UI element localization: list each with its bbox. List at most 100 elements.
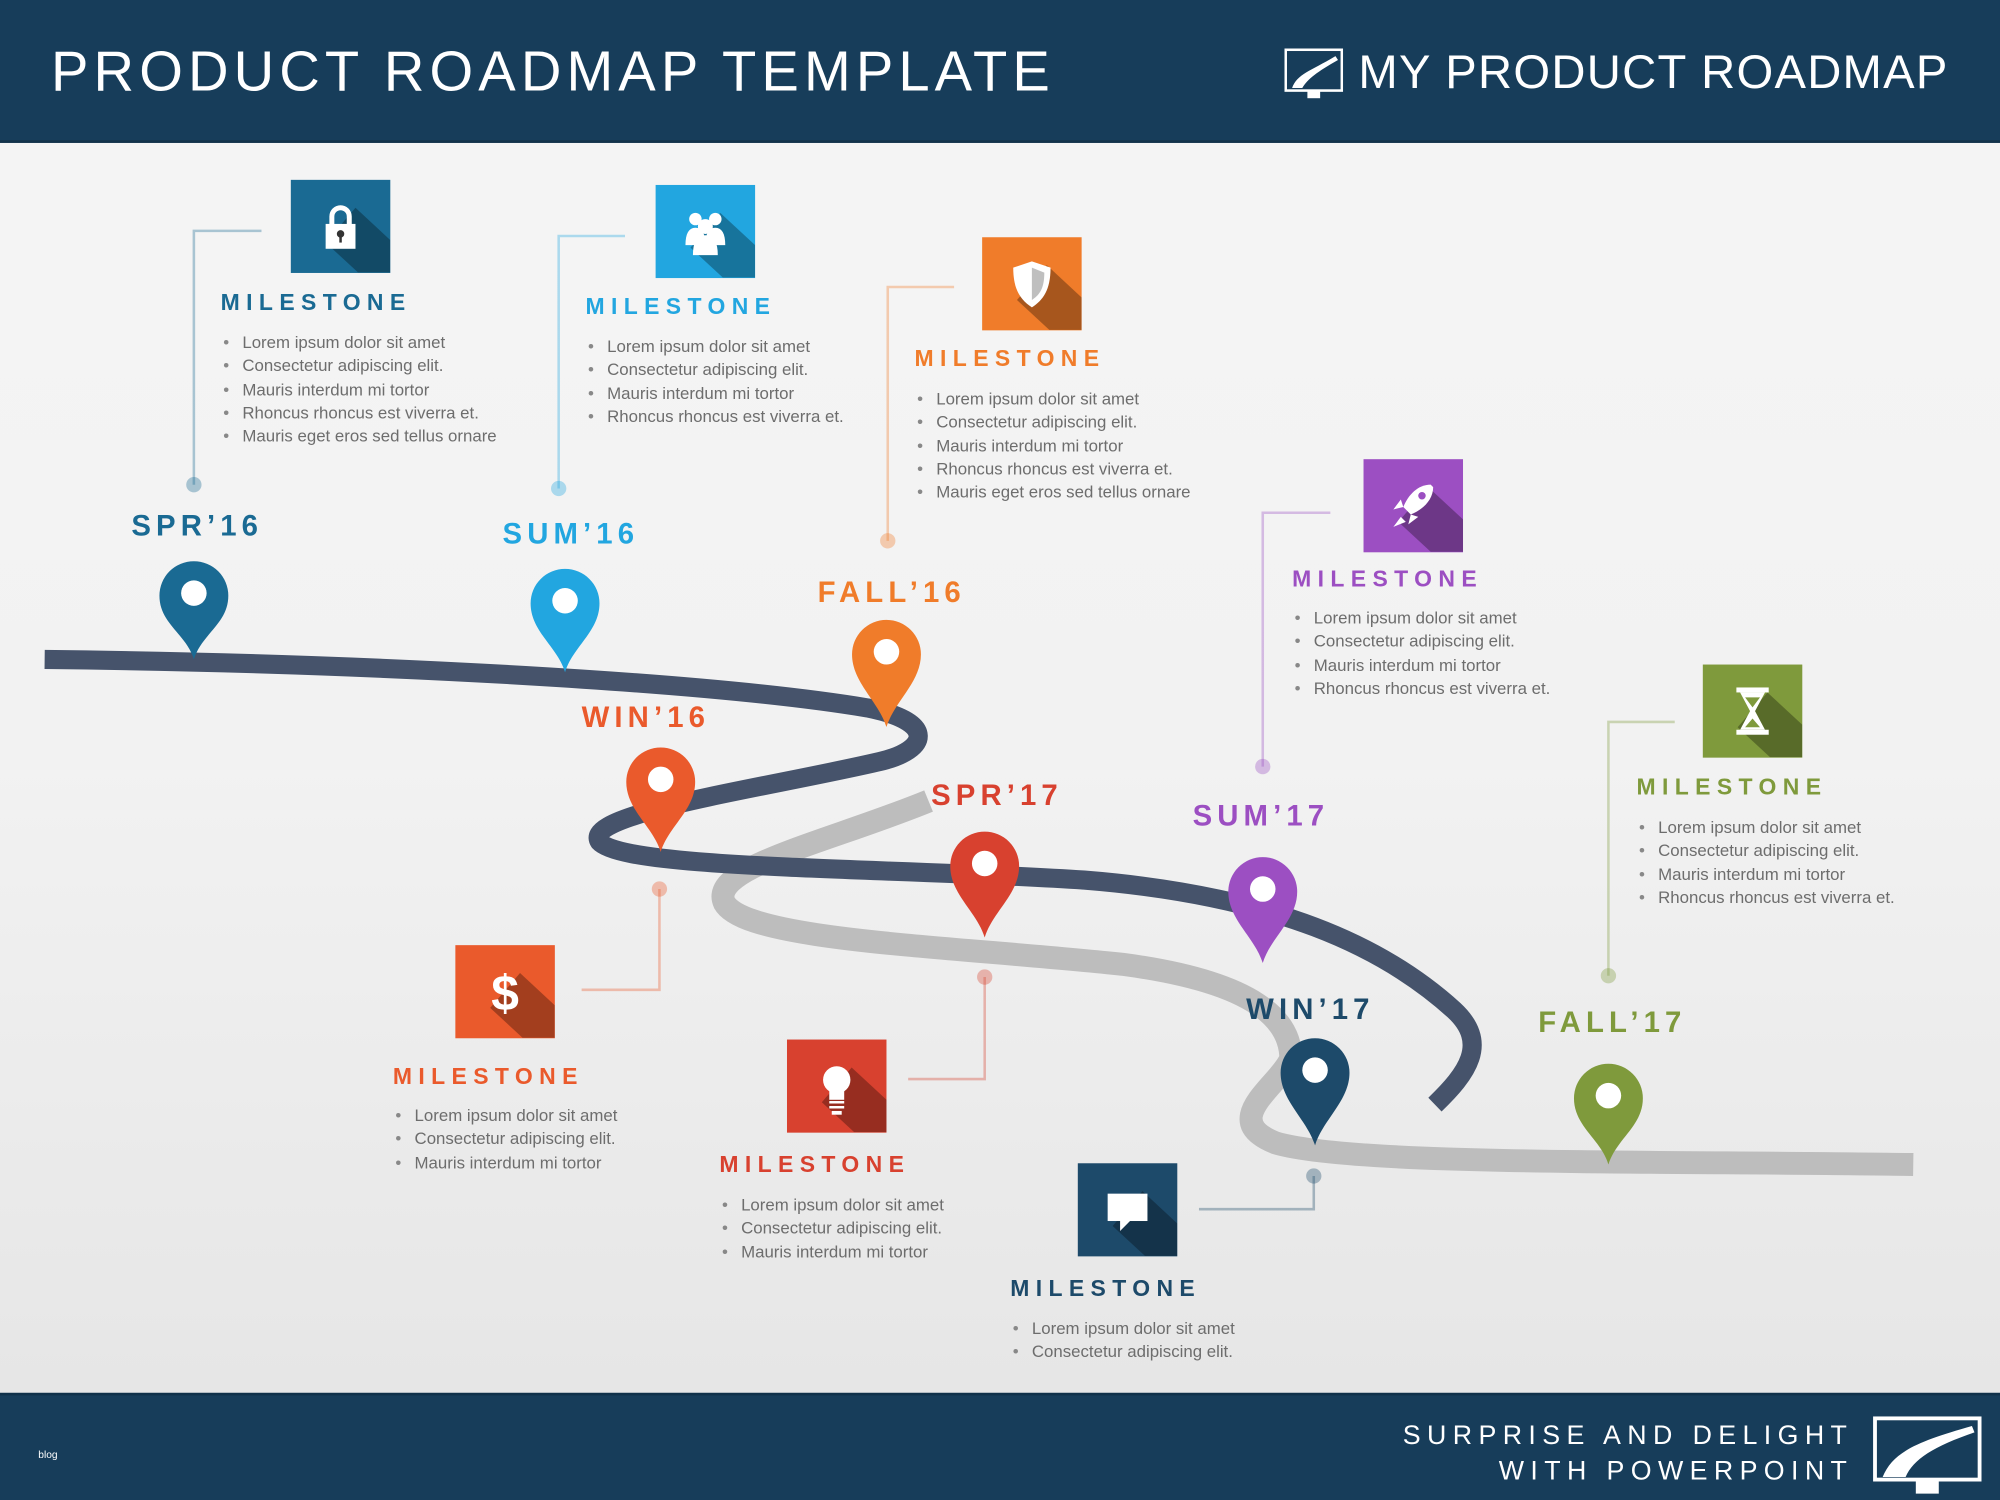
- connector-path: [581, 889, 661, 992]
- bullet-text: Lorem ipsum dolor sit amet: [936, 389, 1140, 409]
- bullet-text: Mauris interdum mi tortor: [1313, 655, 1501, 675]
- pin-body: [626, 747, 696, 853]
- bullet-text: Consectetur adipiscing elit.: [607, 360, 809, 380]
- milestone-bullets: Lorem ipsum dolor sit ametConsectetur ad…: [917, 388, 1190, 505]
- bullet-item: Lorem ipsum dolor sit amet: [1013, 1318, 1235, 1341]
- main-road: [44, 649, 1482, 1112]
- bullet-item: Consectetur adipiscing elit.: [223, 355, 496, 378]
- milestone-bullets: Lorem ipsum dolor sit ametConsectetur ad…: [588, 335, 844, 428]
- bullet-item: Lorem ipsum dolor sit amet: [223, 332, 496, 355]
- bullet-text: Consectetur adipiscing elit.: [414, 1129, 616, 1149]
- bullet-item: Mauris interdum mi tortor: [722, 1241, 944, 1264]
- page-title: PRODUCT ROADMAP TEMPLATE: [51, 40, 1055, 104]
- bullet-text: Consectetur adipiscing elit.: [242, 356, 444, 376]
- bullet-text: Consectetur adipiscing elit.: [1313, 631, 1515, 651]
- bullet-text: Consectetur adipiscing elit.: [1031, 1342, 1233, 1362]
- season-label: WIN’16: [581, 700, 711, 734]
- bullet-item: Rhoncus rhoncus est viverra et.: [1639, 886, 1895, 909]
- bullet-text: Mauris interdum mi tortor: [607, 383, 795, 403]
- milestone-heading: MILESTONE: [1010, 1275, 1202, 1302]
- season-label: SUM’16: [502, 516, 640, 550]
- brand-name: MY PRODUCT ROADMAP: [1358, 45, 1949, 99]
- bullet-text: Lorem ipsum dolor sit amet: [414, 1105, 618, 1125]
- bullet-text: Mauris eget eros sed tellus ornare: [242, 426, 497, 446]
- header-bar: PRODUCT ROADMAP TEMPLATE MY PRODUCT ROAD…: [0, 0, 2000, 143]
- pin-hole: [873, 639, 900, 665]
- bullet-text: Rhoncus rhoncus est viverra et.: [1658, 887, 1895, 907]
- bullet-item: Mauris interdum mi tortor: [395, 1151, 617, 1174]
- bullet-text: Consectetur adipiscing elit.: [1658, 840, 1860, 861]
- lock-icon: [325, 205, 391, 273]
- milestone-heading: MILESTONE: [1636, 774, 1828, 800]
- connector-dot: [880, 533, 896, 549]
- bullet-text: Mauris interdum mi tortor: [741, 1241, 929, 1261]
- milestone-icon-box: $: [455, 945, 555, 1039]
- bullet-item: Lorem ipsum dolor sit amet: [917, 388, 1190, 411]
- milestone-bullets: Lorem ipsum dolor sit ametConsectetur ad…: [1639, 816, 1895, 909]
- people-icon: [685, 212, 756, 278]
- bullet-item: Rhoncus rhoncus est viverra et.: [223, 402, 496, 425]
- connector-path: [557, 234, 625, 489]
- season-label: FALL’16: [817, 575, 966, 609]
- bullet-item: Mauris interdum mi tortor: [1295, 654, 1551, 677]
- milestone-icon-box: [1363, 459, 1464, 553]
- bullet-item: Mauris interdum mi tortor: [917, 434, 1190, 457]
- pin-hole: [1249, 876, 1276, 902]
- milestone-heading: MILESTONE: [914, 345, 1106, 372]
- season-label: SUM’17: [1192, 798, 1330, 832]
- tagline-line1: SURPRISE AND DELIGHT: [1402, 1420, 1854, 1451]
- pin-body: [1280, 1038, 1350, 1146]
- pin-body: [159, 561, 229, 660]
- bullet-item: Lorem ipsum dolor sit amet: [395, 1105, 618, 1128]
- road-logo-icon: [1284, 48, 1344, 99]
- season-label: SPR’16: [131, 508, 264, 543]
- milestone-bullets: Lorem ipsum dolor sit ametConsectetur ad…: [722, 1194, 944, 1264]
- bullet-item: Lorem ipsum dolor sit amet: [1639, 816, 1895, 839]
- milestone-bullets: Lorem ipsum dolor sit ametConsectetur ad…: [1295, 607, 1551, 700]
- bullet-item: Lorem ipsum dolor sit amet: [722, 1194, 944, 1217]
- pin-hole: [1595, 1082, 1622, 1109]
- bullet-item: Rhoncus rhoncus est viverra et.: [917, 458, 1190, 481]
- bullet-item: Rhoncus rhoncus est viverra et.: [588, 405, 844, 428]
- milestone-icon-box: [982, 237, 1082, 331]
- milestone-heading: MILESTONE: [1292, 566, 1484, 592]
- connector-dot: [651, 881, 668, 897]
- connector-dot: [551, 480, 567, 497]
- pin-body: [1228, 857, 1298, 964]
- chat-icon: [1107, 1191, 1178, 1256]
- bullet-item: Mauris eget eros sed tellus ornare: [917, 481, 1190, 504]
- bullet-text: Mauris interdum mi tortor: [936, 435, 1124, 455]
- bullet-item: Lorem ipsum dolor sit amet: [588, 335, 844, 358]
- bullet-item: Consectetur adipiscing elit.: [588, 359, 844, 382]
- pin-hole: [971, 850, 998, 877]
- bullet-text: Mauris interdum mi tortor: [1658, 864, 1846, 884]
- footer-bar: [0, 1392, 2000, 1500]
- road-logo-icon: [1873, 1416, 1982, 1494]
- bullet-text: Mauris eget eros sed tellus ornare: [936, 482, 1191, 502]
- bullet-item: Consectetur adipiscing elit.: [1013, 1341, 1235, 1364]
- bullet-item: Mauris interdum mi tortor: [1639, 863, 1895, 886]
- pin-body: [950, 831, 1020, 938]
- secondary-road: [711, 790, 1914, 1177]
- bullet-text: Rhoncus rhoncus est viverra et.: [242, 402, 479, 423]
- bullet-text: Rhoncus rhoncus est viverra et.: [607, 406, 844, 426]
- connector-path: [192, 229, 262, 485]
- connector-dot: [1600, 968, 1617, 984]
- hourglass-icon: [1736, 687, 1803, 758]
- milestone-heading: MILESTONE: [220, 289, 412, 316]
- bullet-item: Mauris interdum mi tortor: [223, 378, 496, 401]
- connector-path: [1261, 511, 1331, 767]
- svg-text:$: $: [491, 965, 519, 1021]
